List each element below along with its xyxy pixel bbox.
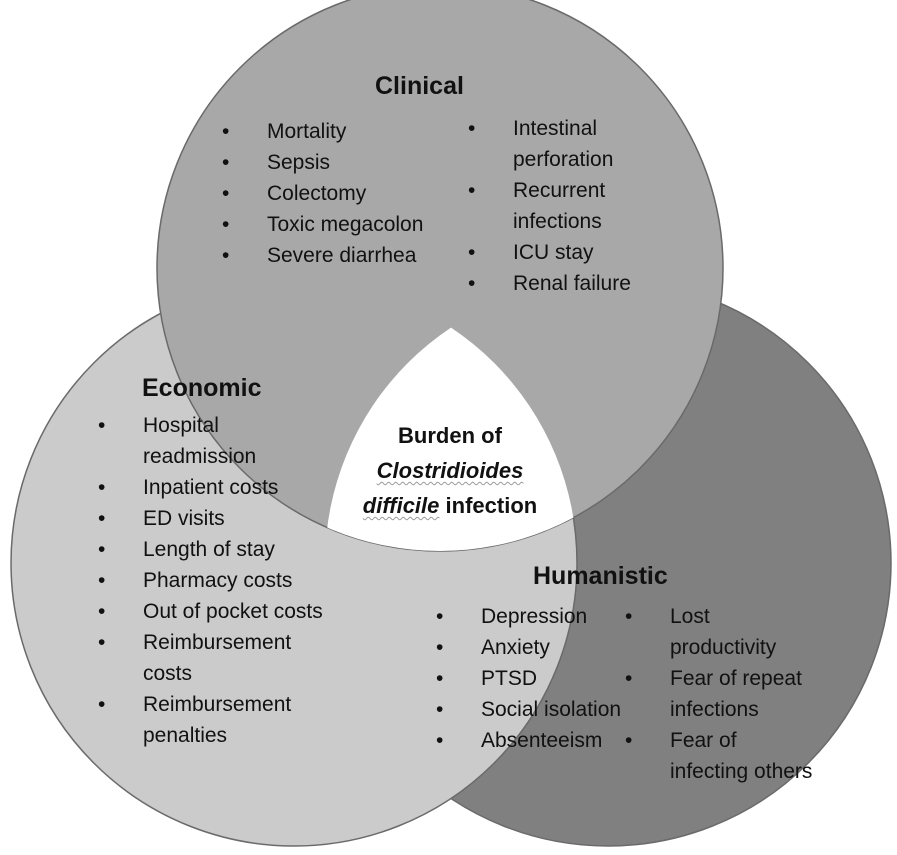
bullet-icon: •: [98, 538, 106, 561]
bullet-icon: •: [468, 241, 476, 264]
bullet-icon: •: [98, 631, 106, 654]
clinical-title: Clinical: [375, 72, 464, 100]
list-item: •Hospital readmission: [98, 410, 328, 472]
humanistic-right-list: •Lost productivity •Fear of repeat infec…: [625, 601, 815, 787]
bullet-icon: •: [98, 600, 106, 623]
clinical-right-list: •Intestinal perforation •Recurrent infec…: [468, 113, 668, 299]
central-intersection: [325, 280, 577, 551]
center-label: Burden of Clostridioides difficile infec…: [330, 418, 570, 523]
bullet-icon: •: [436, 605, 444, 628]
humanistic-title: Humanistic: [533, 562, 668, 590]
list-item: •Social isolation: [436, 694, 626, 725]
bullet-icon: •: [625, 729, 633, 752]
list-item: •Reimbursement penalties: [98, 689, 328, 751]
list-item: •Mortality: [222, 116, 423, 147]
center-label-genus: Clostridioides: [376, 458, 524, 483]
bullet-icon: •: [468, 272, 476, 295]
bullet-icon: •: [222, 182, 230, 205]
bullet-icon: •: [468, 179, 476, 202]
list-item: •Reimbursement costs: [98, 627, 328, 689]
list-item: •Recurrent infections: [468, 175, 668, 237]
list-item: •PTSD: [436, 663, 626, 694]
list-item: •Sepsis: [222, 147, 423, 178]
list-item: •Toxic megacolon: [222, 209, 423, 240]
bullet-icon: •: [436, 698, 444, 721]
clinical-left-list: •Mortality •Sepsis •Colectomy •Toxic meg…: [222, 116, 423, 271]
humanistic-left-list: •Depression •Anxiety •PTSD •Social isola…: [436, 601, 626, 756]
bullet-icon: •: [98, 693, 106, 716]
list-item: •Absenteeism: [436, 725, 626, 756]
bullet-icon: •: [436, 729, 444, 752]
economic-title: Economic: [142, 374, 262, 402]
list-item: •Renal failure: [468, 268, 668, 299]
bullet-icon: •: [98, 414, 106, 437]
list-item: •Colectomy: [222, 178, 423, 209]
list-item: •Fear of infecting others: [625, 725, 815, 787]
bullet-icon: •: [98, 507, 106, 530]
bullet-icon: •: [625, 667, 633, 690]
list-item: •Severe diarrhea: [222, 240, 423, 271]
list-item: •Fear of repeat infections: [625, 663, 815, 725]
list-item: •Depression: [436, 601, 626, 632]
bullet-icon: •: [436, 636, 444, 659]
list-item: •Out of pocket costs: [98, 596, 328, 627]
center-label-word: infection: [445, 493, 538, 518]
list-item: •Pharmacy costs: [98, 565, 328, 596]
bullet-icon: •: [98, 569, 106, 592]
bullet-icon: •: [222, 151, 230, 174]
bullet-icon: •: [222, 120, 230, 143]
list-item: •Intestinal perforation: [468, 113, 668, 175]
economic-list: •Hospital readmission •Inpatient costs •…: [98, 410, 328, 751]
list-item: •Anxiety: [436, 632, 626, 663]
bullet-icon: •: [98, 476, 106, 499]
list-item: •ICU stay: [468, 237, 668, 268]
bullet-icon: •: [468, 117, 476, 140]
bullet-icon: •: [222, 244, 230, 267]
list-item: •Lost productivity: [625, 601, 815, 663]
bullet-icon: •: [625, 605, 633, 628]
list-item: •Length of stay: [98, 534, 328, 565]
bullet-icon: •: [222, 213, 230, 236]
center-label-line1: Burden of: [398, 423, 502, 448]
bullet-icon: •: [436, 667, 444, 690]
center-label-species: difficile: [362, 493, 440, 518]
list-item: •ED visits: [98, 503, 328, 534]
list-item: •Inpatient costs: [98, 472, 328, 503]
